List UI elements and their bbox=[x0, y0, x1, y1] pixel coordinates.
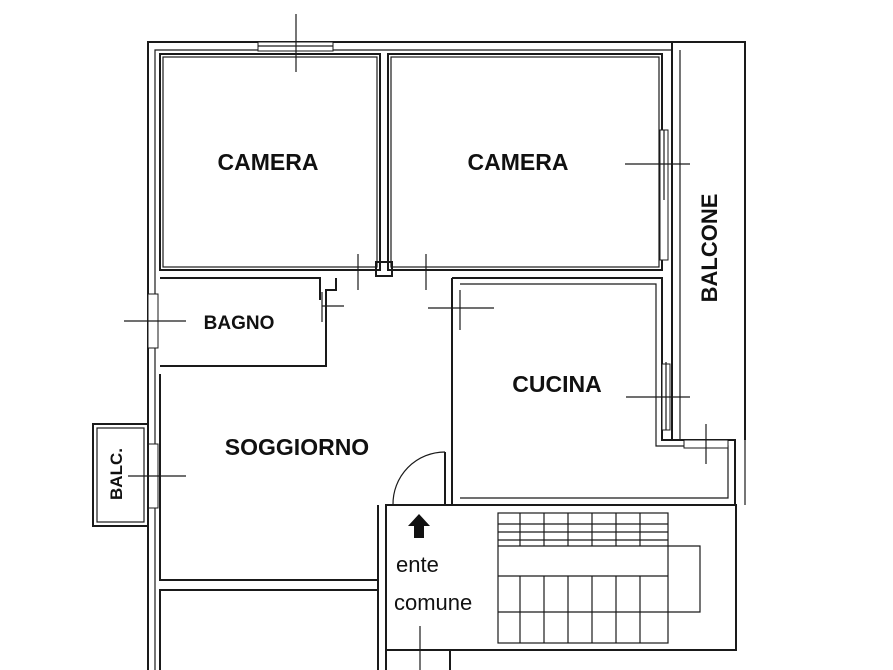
label-bagno: BAGNO bbox=[204, 313, 275, 334]
room-soggiorno bbox=[128, 374, 446, 581]
window-top bbox=[257, 14, 334, 72]
balc-small bbox=[92, 423, 149, 527]
central-pillar bbox=[340, 254, 440, 290]
label-soggiorno: SOGGIORNO bbox=[225, 434, 369, 460]
label-cucina: CUCINA bbox=[512, 371, 601, 397]
arrow-up-icon bbox=[408, 514, 430, 538]
room-bagno bbox=[124, 277, 344, 367]
room-camera-left bbox=[159, 53, 381, 271]
label-camera-left: CAMERA bbox=[218, 149, 319, 175]
stairwell bbox=[385, 504, 737, 651]
label-entrance-line1: ente bbox=[396, 552, 439, 577]
label-balc: BALC. bbox=[107, 448, 126, 500]
label-balcone: BALCONE bbox=[697, 194, 722, 303]
label-camera-right: CAMERA bbox=[468, 149, 569, 175]
label-entrance-line2: comune bbox=[394, 590, 472, 615]
lower-rooms bbox=[159, 505, 451, 670]
room-camera-right bbox=[387, 53, 690, 271]
